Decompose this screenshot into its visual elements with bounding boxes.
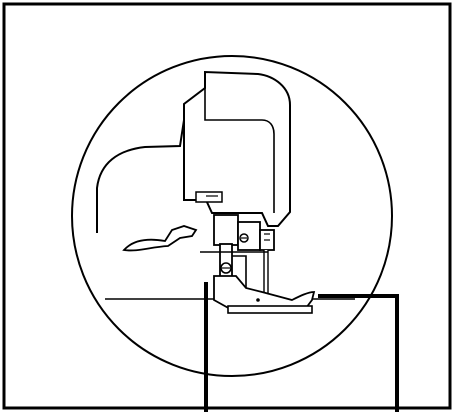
machine-arm-outline — [96, 119, 185, 233]
lever-left — [122, 225, 198, 252]
machine-head — [183, 70, 291, 227]
callout-line-right — [318, 294, 399, 412]
presser-foot — [213, 275, 316, 314]
